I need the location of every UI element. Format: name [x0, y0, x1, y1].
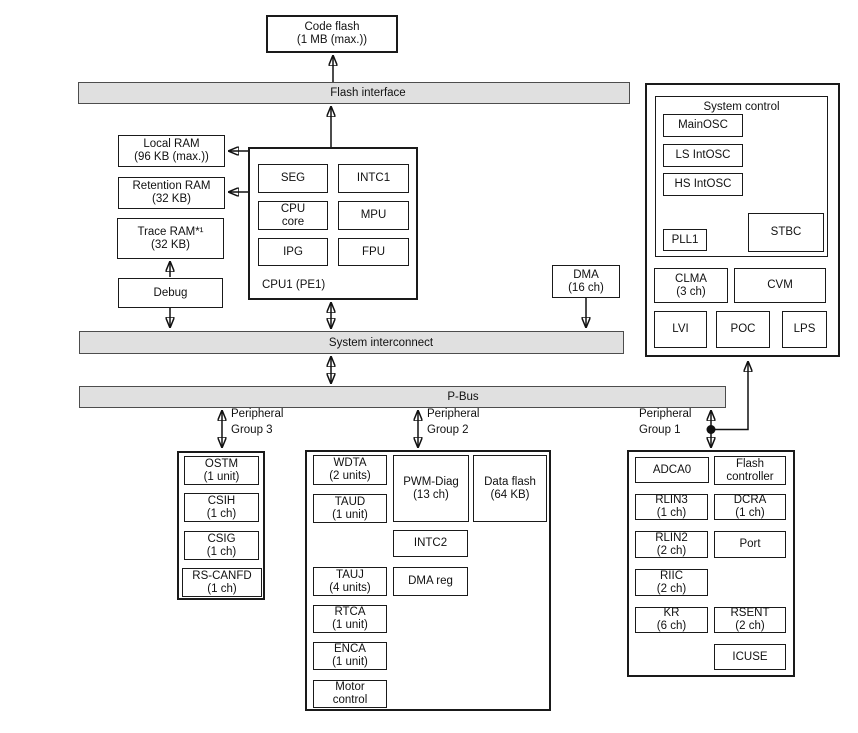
block-tauj: TAUJ (4 units): [313, 567, 387, 596]
block-rlin3: RLIN3 (1 ch): [635, 494, 708, 520]
block-adca0: ADCA0: [635, 457, 709, 483]
cpu-module-ipg: IPG: [258, 238, 328, 266]
cpu-module-seg: SEG: [258, 164, 328, 193]
block-debug: Debug: [118, 278, 223, 308]
block-cvm: CVM: [734, 268, 826, 303]
block-csih: CSIH (1 ch): [184, 493, 259, 522]
cpu-module-intc1: INTC1: [338, 164, 409, 193]
bus-p-bus-label: P-Bus: [447, 391, 479, 403]
block-data-flash: Data flash (64 KB): [473, 455, 547, 522]
block-kr: KR (6 ch): [635, 607, 708, 633]
block-pll1: PLL1: [663, 229, 707, 251]
block-riic: RIIC (2 ch): [635, 569, 708, 596]
block-local-ram: Local RAM (96 KB (max.)): [118, 135, 225, 167]
cpu-module-fpu: FPU: [338, 238, 409, 266]
block-intc2: INTC2: [393, 530, 468, 557]
cpu-module-cpu-core: CPU core: [258, 201, 328, 230]
block-wdta: WDTA (2 units): [313, 455, 387, 485]
bus-flash-interface-label: Flash interface: [330, 87, 406, 99]
block-enca: ENCA (1 unit): [313, 642, 387, 670]
block-code-flash: Code flash (1 MB (max.)): [266, 15, 398, 53]
block-rsent: RSENT (2 ch): [714, 607, 786, 633]
bus-p-bus: P-Bus: [79, 386, 726, 408]
block-peripheral-group-3: OSTM (1 unit) CSIH (1 ch) CSIG (1 ch) RS…: [177, 451, 265, 600]
block-dma-reg: DMA reg: [393, 567, 468, 596]
junction-dot: [706, 425, 716, 434]
block-lvi: LVI: [654, 311, 707, 348]
block-rlin2: RLIN2 (2 ch): [635, 531, 708, 558]
block-csig: CSIG (1 ch): [184, 531, 259, 560]
block-cpu1: SEG INTC1 CPU core MPU IPG FPU CPU1 (PE1…: [248, 147, 418, 300]
block-ls-intosc: LS IntOSC: [663, 144, 743, 167]
bus-system-interconnect: System interconnect: [79, 331, 624, 354]
block-port: Port: [714, 531, 786, 558]
bus-flash-interface: Flash interface: [78, 82, 630, 104]
block-pwm-diag: PWM-Diag (13 ch): [393, 455, 469, 522]
block-rs-canfd: RS-CANFD (1 ch): [182, 568, 262, 597]
block-ostm: OSTM (1 unit): [184, 456, 259, 485]
block-dcra: DCRA (1 ch): [714, 494, 786, 520]
block-motor-control: Motor control: [313, 680, 387, 708]
block-icuse: ICUSE: [714, 644, 786, 670]
label-peripheral-group-1: Peripheral Group 1: [639, 408, 692, 436]
system-control-title: System control: [703, 101, 780, 113]
label-peripheral-group-2: Peripheral Group 2: [427, 408, 480, 436]
block-mainosc: MainOSC: [663, 114, 743, 137]
block-system-control-outer: System control MainOSC LS IntOSC HS IntO…: [645, 83, 840, 357]
block-lps: LPS: [782, 311, 827, 348]
block-clma: CLMA (3 ch): [654, 268, 728, 303]
cpu-module-mpu: MPU: [338, 201, 409, 230]
block-peripheral-group-2: WDTA (2 units) TAUD (1 unit) PWM-Diag (1…: [305, 450, 551, 711]
block-hs-intosc: HS IntOSC: [663, 173, 743, 196]
block-dma: DMA (16 ch): [552, 265, 620, 298]
bus-system-interconnect-label: System interconnect: [328, 336, 434, 349]
block-flash-controller: Flash controller: [714, 456, 786, 485]
block-trace-ram: Trace RAM*¹ (32 KB): [117, 218, 224, 259]
cpu1-label: CPU1 (PE1): [262, 279, 326, 291]
block-rtca: RTCA (1 unit): [313, 605, 387, 633]
block-retention-ram: Retention RAM (32 KB): [118, 177, 225, 209]
block-stbc: STBC: [748, 213, 824, 252]
label-peripheral-group-3: Peripheral Group 3: [231, 408, 284, 436]
block-peripheral-group-1: ADCA0 Flash controller RLIN3 (1 ch) DCRA…: [627, 450, 795, 677]
block-poc: POC: [716, 311, 770, 348]
block-taud: TAUD (1 unit): [313, 494, 387, 523]
